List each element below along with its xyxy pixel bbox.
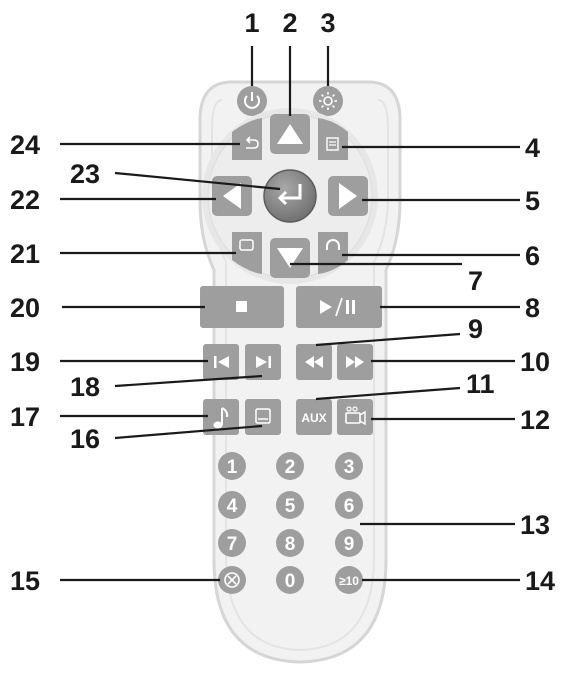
svg-text:1: 1 (227, 457, 238, 478)
up-button[interactable] (270, 114, 310, 154)
callout-6: 6 (525, 241, 540, 271)
svg-text:2: 2 (285, 457, 296, 478)
svg-text:8: 8 (285, 534, 296, 555)
callout-9: 9 (468, 314, 483, 344)
number-button-2[interactable]: 2 (276, 452, 304, 480)
callout-11: 11 (466, 369, 495, 399)
svg-text:5: 5 (285, 496, 296, 517)
callout-16: 16 (70, 424, 100, 454)
callout-12: 12 (520, 405, 550, 435)
callout-5: 5 (525, 186, 540, 216)
svg-text:7: 7 (227, 534, 238, 555)
callout-19: 19 (10, 347, 40, 377)
aux-label: AUX (301, 411, 326, 425)
callout-24: 24 (10, 130, 40, 160)
callout-21: 21 (10, 239, 40, 269)
callout-2: 2 (282, 8, 297, 38)
right-button[interactable] (328, 176, 368, 216)
callout-4: 4 (525, 133, 540, 163)
fast-forward-button[interactable] (337, 344, 373, 380)
power-button[interactable] (237, 86, 267, 116)
delete-button[interactable] (218, 566, 246, 594)
callout-22: 22 (10, 185, 40, 215)
stop-button[interactable] (200, 286, 284, 328)
number-button-9[interactable]: 9 (335, 529, 363, 557)
number-button-7[interactable]: 7 (218, 529, 246, 557)
number-button-3[interactable]: 3 (335, 452, 363, 480)
svg-text:0: 0 (285, 571, 296, 592)
callout-20: 20 (10, 293, 40, 323)
rewind-button[interactable] (296, 344, 332, 380)
number-button-1[interactable]: 1 (218, 452, 246, 480)
enter-button[interactable] (264, 170, 316, 222)
number-button-4[interactable]: 4 (218, 491, 246, 519)
callout-10: 10 (520, 347, 550, 377)
svg-text:3: 3 (344, 457, 355, 478)
down-button[interactable] (270, 238, 310, 278)
ge10-button[interactable]: ≥10 (335, 566, 363, 594)
callout-8: 8 (525, 293, 540, 323)
callout-13: 13 (520, 510, 550, 540)
callout-1: 1 (244, 8, 259, 38)
play-pause-button[interactable] (296, 286, 382, 328)
stop-icon (236, 301, 247, 312)
callout-23: 23 (70, 159, 100, 189)
callout-3: 3 (320, 8, 335, 38)
svg-text:9: 9 (344, 534, 355, 555)
number-button-8[interactable]: 8 (276, 529, 304, 557)
svg-text:4: 4 (227, 496, 238, 517)
number-button-5[interactable]: 5 (276, 491, 304, 519)
previous-track-button[interactable] (203, 344, 239, 380)
callout-14: 14 (525, 566, 555, 596)
callout-15: 15 (10, 566, 40, 596)
settings-button[interactable] (313, 86, 343, 116)
callout-7: 7 (468, 266, 483, 296)
callout-18: 18 (70, 372, 100, 402)
camera-button[interactable] (337, 399, 373, 435)
callout-17: 17 (10, 402, 40, 432)
number-button-6[interactable]: 6 (335, 491, 363, 519)
ge10-label: ≥10 (339, 574, 359, 588)
next-track-button[interactable] (245, 344, 281, 380)
aux-button[interactable]: AUX (296, 399, 332, 435)
number-button-0[interactable]: 0 (276, 566, 304, 594)
subtitle-button[interactable] (245, 399, 281, 435)
svg-text:6: 6 (344, 496, 355, 517)
